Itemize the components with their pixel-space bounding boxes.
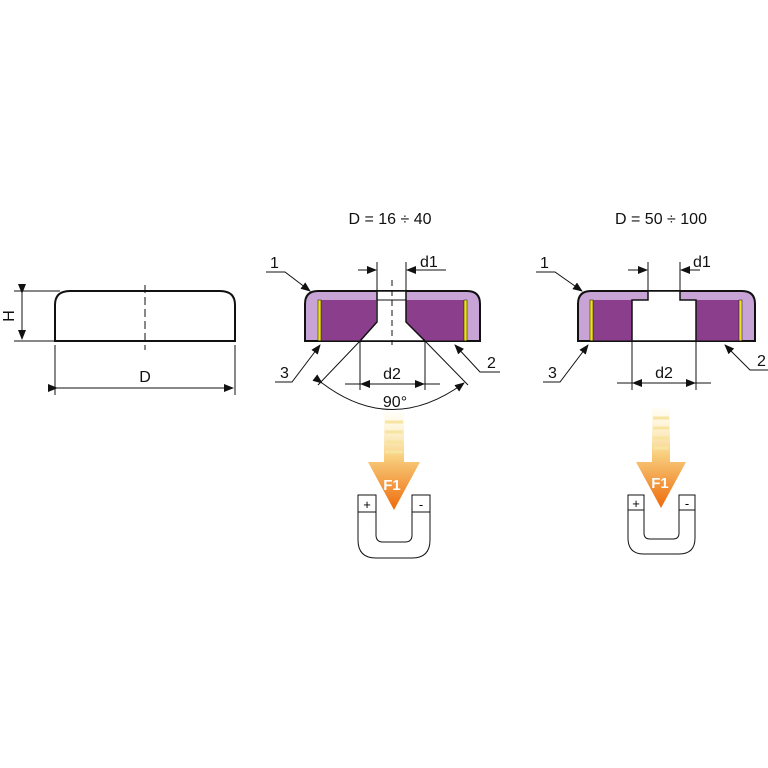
part-2-label: 2	[757, 353, 766, 370]
force-label: F1	[651, 475, 669, 492]
large-pot-title: D = 50 ÷ 100	[615, 211, 707, 228]
small-pot-title: D = 16 ÷ 40	[348, 211, 431, 228]
force-arrow-icon	[368, 412, 420, 510]
force-arrow-icon	[636, 408, 686, 508]
plus-label: +	[363, 497, 371, 512]
d1-label: d1	[420, 254, 438, 271]
part-1-label: 1	[270, 255, 279, 272]
minus-label: -	[419, 497, 423, 512]
plus-label: +	[632, 496, 640, 511]
force-label: F1	[383, 477, 401, 494]
d2-label: d2	[383, 366, 401, 383]
part-1-label: 1	[540, 255, 549, 272]
plain-magnet: H D	[1, 284, 236, 395]
angle-arc	[312, 374, 465, 410]
height-label: H	[1, 310, 18, 322]
d1-label: d1	[693, 254, 711, 271]
minus-label: -	[685, 496, 689, 511]
diameter-label: D	[139, 369, 151, 386]
part-3-label: 3	[548, 365, 557, 382]
small-force-group: F1 + -	[357, 412, 431, 559]
part-3-label: 3	[280, 365, 289, 382]
small-pot-magnet: D = 16 ÷ 40 d1 d2 90° 1 2 3	[266, 211, 500, 411]
angle-label: 90°	[383, 394, 407, 411]
large-force-group: F1 + -	[627, 408, 696, 555]
part-2-label: 2	[487, 355, 496, 372]
d2-label: d2	[655, 365, 673, 382]
u-magnet-icon	[357, 494, 431, 559]
large-pot-magnet: D = 50 ÷ 100 d1 d2 1 2 3	[536, 211, 768, 390]
u-magnet-icon	[627, 494, 696, 555]
